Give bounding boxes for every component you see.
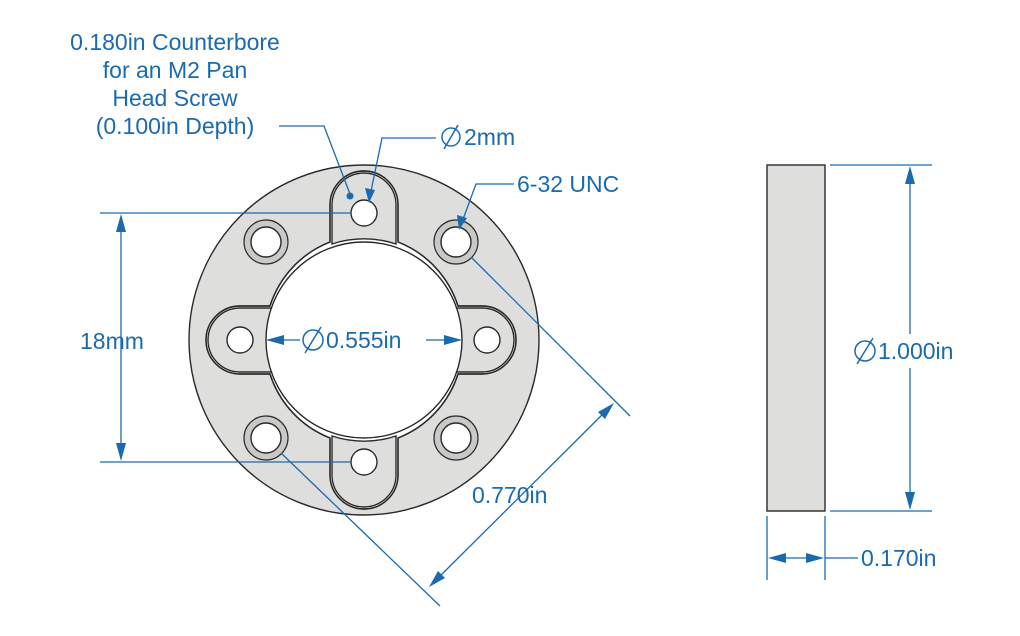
lobe-outline <box>205 170 517 510</box>
outer-dia-label: 1.000in <box>878 338 953 364</box>
tapped-hole-bottom-right <box>433 415 479 461</box>
dimension-bolt-circle: 0.770in <box>280 256 631 607</box>
dimension-outer-diameter: 1.000in <box>830 164 976 512</box>
dimension-thickness: 0.170in <box>766 516 936 580</box>
side-view <box>766 164 826 512</box>
hole-2mm-callout: 2mm <box>365 124 515 203</box>
counterbore-label-line1: 0.180in Counterbore <box>70 29 280 55</box>
diameter-symbol-outer <box>854 337 876 365</box>
diameter-symbol-2mm <box>441 124 461 150</box>
thread-callout: 6-32 UNC <box>457 171 619 230</box>
hole-right <box>473 326 501 354</box>
diameter-symbol-bore <box>302 326 324 354</box>
hole-left <box>226 326 254 354</box>
spacing-18mm-label: 18mm <box>80 328 144 354</box>
hole-2mm-top <box>350 199 378 227</box>
dimension-18mm: 18mm <box>80 212 350 463</box>
tapped-hole-bottom-left <box>243 415 289 461</box>
hole-2mm-label: 2mm <box>464 124 515 150</box>
counterbore-callout: 0.180in Counterbore for an M2 Pan Head S… <box>70 29 354 200</box>
dimension-bore: 0.555in <box>266 326 462 354</box>
tapped-hole-top-right <box>433 219 479 265</box>
counterbore-label-line2: for an M2 Pan <box>103 57 247 83</box>
counterbore-label-line4: (0.100in Depth) <box>96 113 255 139</box>
thickness-label: 0.170in <box>861 545 936 571</box>
front-view <box>188 164 540 516</box>
hole-2mm-bottom <box>350 448 378 476</box>
tapped-hole-top-left <box>243 219 289 265</box>
bore-label: 0.555in <box>326 327 401 353</box>
bolt-circle-label: 0.770in <box>472 482 547 508</box>
counterbore-label-line3: Head Screw <box>112 85 238 111</box>
thread-label: 6-32 UNC <box>517 171 619 197</box>
